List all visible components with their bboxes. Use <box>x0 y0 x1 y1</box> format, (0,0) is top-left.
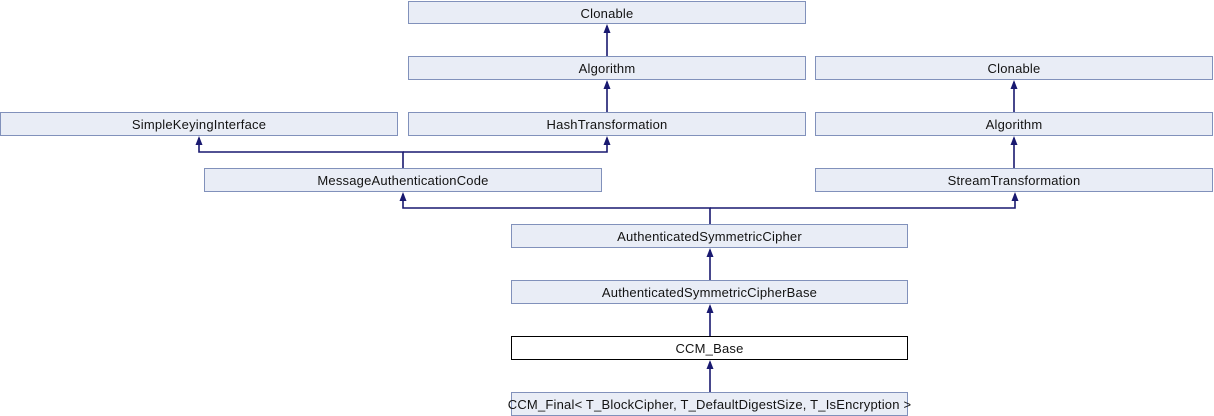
class-node-authenticatedsymmetriccipherbase[interactable]: AuthenticatedSymmetricCipherBase <box>511 280 908 304</box>
arrowhead-icon <box>603 24 611 33</box>
class-node-clonable[interactable]: Clonable <box>815 56 1213 80</box>
class-node-streamtransformation[interactable]: StreamTransformation <box>815 168 1213 192</box>
class-node-label: CCM_Base <box>675 341 744 356</box>
arrowhead-icon <box>603 80 611 89</box>
class-node-algorithm[interactable]: Algorithm <box>815 112 1213 136</box>
inheritance-edge <box>198 138 404 168</box>
class-node-label: Clonable <box>580 5 634 21</box>
class-node-hashtransformation[interactable]: HashTransformation <box>408 112 806 136</box>
class-node-algorithm[interactable]: Algorithm <box>408 56 806 80</box>
class-node-clonable[interactable]: Clonable <box>408 1 806 24</box>
class-node-label: AuthenticatedSymmetricCipherBase <box>601 285 818 300</box>
class-node-label: CCM_Final< T_BlockCipher, T_DefaultDiges… <box>507 397 912 412</box>
arrowhead-icon <box>706 304 714 313</box>
arrowhead-icon <box>1011 192 1019 201</box>
class-node-messageauthenticationcode[interactable]: MessageAuthenticationCode <box>204 168 602 192</box>
class-node-label: Algorithm <box>985 117 1043 132</box>
arrowhead-icon <box>1010 80 1018 89</box>
arrowhead-icon <box>1010 136 1018 145</box>
arrowhead-icon <box>195 136 203 145</box>
arrowhead-icon <box>706 248 714 257</box>
arrowhead-icon <box>706 360 714 369</box>
class-node-ccm-base[interactable]: CCM_Base <box>511 336 908 360</box>
class-node-label: Clonable <box>987 61 1041 76</box>
class-node-label: HashTransformation <box>546 117 668 132</box>
class-node-authenticatedsymmetriccipher[interactable]: AuthenticatedSymmetricCipher <box>511 224 908 248</box>
class-node-label: SimpleKeyingInterface <box>131 117 267 132</box>
arrowhead-icon <box>603 136 611 145</box>
inheritance-edge <box>402 194 711 224</box>
arrowhead-icon <box>399 192 407 201</box>
class-node-simplekeyinginterface[interactable]: SimpleKeyingInterface <box>0 112 398 136</box>
class-node-label: Algorithm <box>578 61 636 76</box>
class-node-label: StreamTransformation <box>947 173 1081 188</box>
class-node-label: MessageAuthenticationCode <box>317 173 489 188</box>
class-node-label: AuthenticatedSymmetricCipher <box>617 229 802 244</box>
inheritance-edge <box>710 194 1016 209</box>
class-node-ccm-final-t-blockcipher-t-defaultdigests[interactable]: CCM_Final< T_BlockCipher, T_DefaultDiges… <box>508 392 911 416</box>
inheritance-edge <box>403 138 608 153</box>
